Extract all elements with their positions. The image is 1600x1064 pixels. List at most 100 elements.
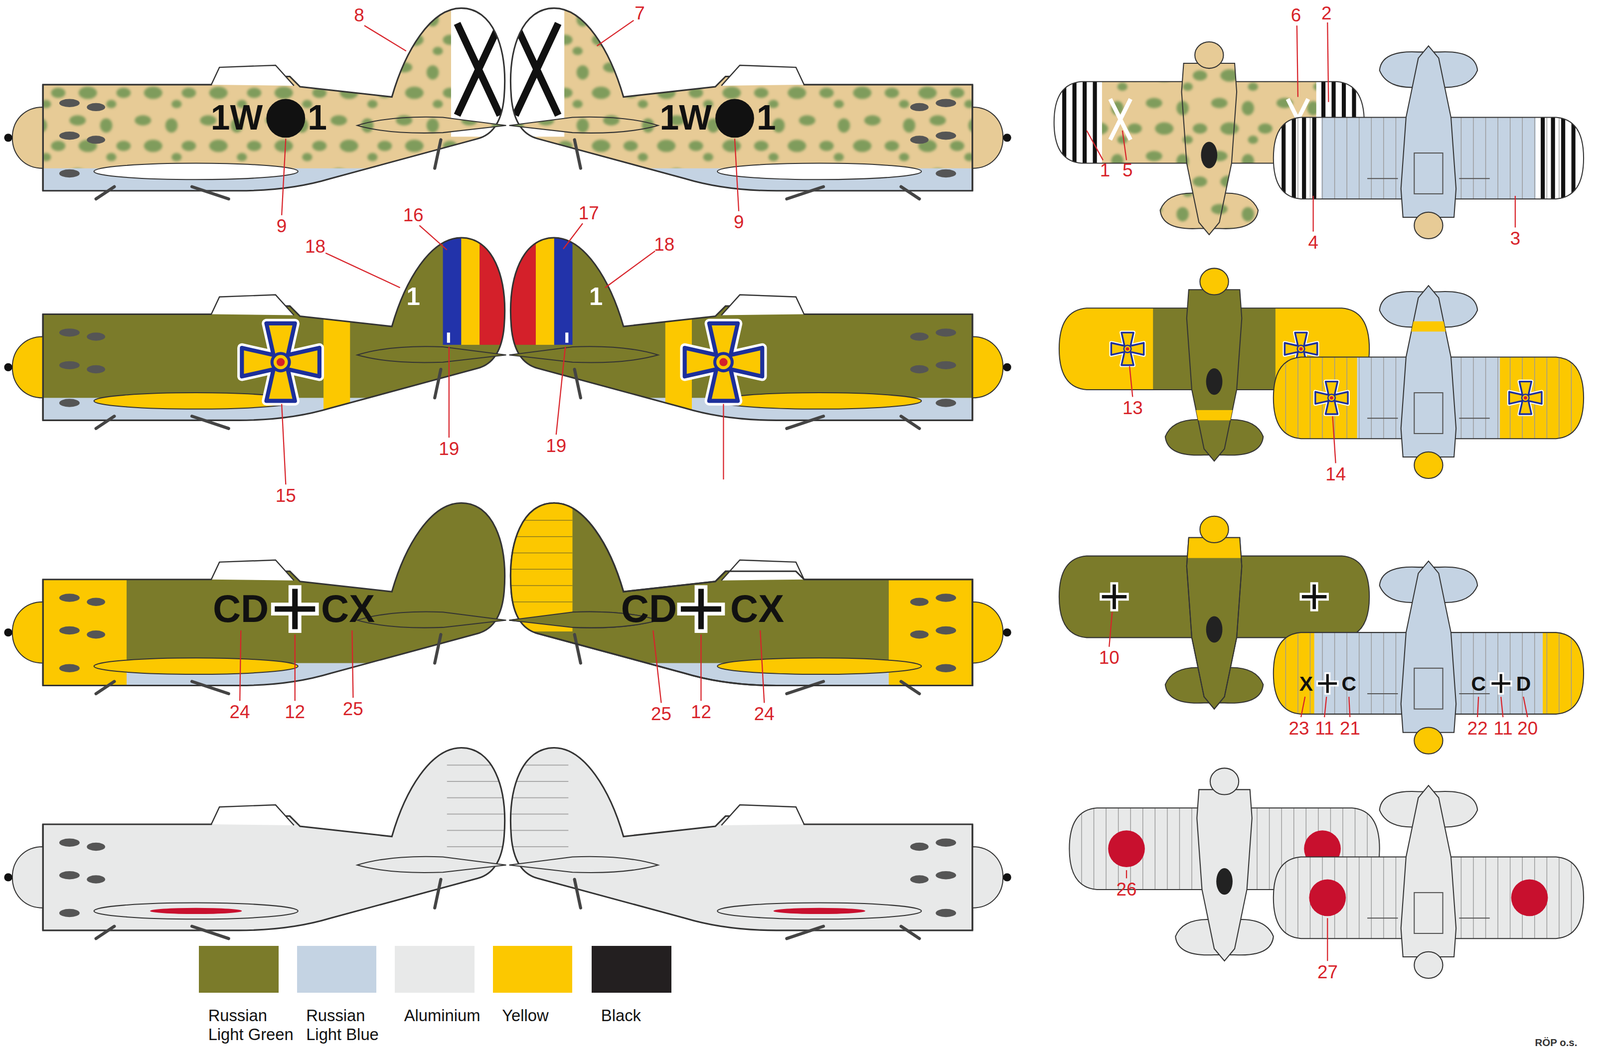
- plan-views: [1414, 952, 1443, 979]
- leader-lines: [364, 25, 407, 51]
- plan-views: [1206, 616, 1223, 643]
- plan-views: [1401, 285, 1457, 458]
- aircraft-code: CX: [730, 589, 785, 629]
- leader-lines: [351, 630, 353, 698]
- plan-views: [1181, 63, 1238, 235]
- leader-lines: [1477, 696, 1479, 718]
- callout-number: 4: [1307, 233, 1318, 253]
- side-profiles: [3, 747, 512, 939]
- plan-views: [1194, 41, 1224, 69]
- plan-views: [1199, 516, 1229, 543]
- plan-views: [1401, 785, 1457, 958]
- legend-swatch: [198, 946, 279, 993]
- leader-lines: [1312, 195, 1314, 232]
- callout-number: 9: [733, 213, 744, 232]
- plan-views: [1414, 452, 1443, 479]
- national-markings: [241, 323, 320, 402]
- legend-text: Black: [601, 1006, 687, 1026]
- leader-lines: [1296, 25, 1298, 97]
- plan-views: [1186, 537, 1243, 710]
- plan-views: [1045, 40, 1592, 979]
- callout-number: 11: [1493, 719, 1513, 738]
- plan-views: [1414, 727, 1443, 754]
- callout-number: 17: [578, 203, 600, 223]
- leader-lines: [281, 404, 286, 485]
- side-profiles: [502, 4, 1013, 199]
- callout-number: 23: [1288, 719, 1310, 738]
- plan-views: [1206, 368, 1223, 395]
- plan-views: [1183, 515, 1246, 559]
- plan-views: [1317, 673, 1338, 694]
- aircraft-code: CD: [212, 589, 269, 629]
- callout-number: 13: [1122, 398, 1143, 418]
- callout-number: 2: [1321, 3, 1332, 23]
- side-profiles: [500, 499, 1014, 704]
- leader-lines: [760, 630, 765, 703]
- side-profiles: [1, 234, 512, 439]
- side-profiles: [1, 4, 512, 199]
- leader-lines: [700, 634, 702, 701]
- callout-number: 22: [1467, 719, 1488, 738]
- aircraft-code: CX: [320, 589, 375, 629]
- legend-swatch: [591, 946, 672, 993]
- leader-lines: [419, 225, 447, 250]
- callout-number: 25: [650, 705, 672, 724]
- leader-lines: [1332, 416, 1336, 464]
- leader-lines: [239, 630, 241, 701]
- side-profiles: [502, 747, 1011, 939]
- side-profiles: [3, 747, 512, 939]
- leader-lines: [1125, 870, 1127, 879]
- leader-lines: [734, 138, 739, 211]
- side-profiles: [1, 499, 512, 704]
- aircraft-code: 1: [756, 101, 777, 137]
- plan-views: [1367, 153, 1490, 194]
- leader-lines: [1300, 696, 1305, 718]
- plan-views: [1499, 346, 1592, 480]
- callout-number: 19: [545, 436, 567, 456]
- legend-swatch: [492, 946, 573, 993]
- national-markings: [273, 587, 318, 632]
- underwing-code: X: [1299, 673, 1313, 694]
- callout-number: 12: [284, 703, 306, 722]
- callout-number: 10: [1099, 648, 1120, 668]
- plan-views: [1183, 515, 1246, 559]
- leader-lines: [325, 253, 400, 289]
- leader-lines: [1122, 130, 1127, 160]
- plan-views: [1183, 410, 1246, 421]
- plan-views: [1300, 583, 1328, 611]
- leader-lines: [1348, 696, 1350, 718]
- callout-number: 27: [1317, 963, 1338, 982]
- leader-lines: [597, 20, 635, 46]
- side-profiles: [502, 234, 1013, 439]
- callout-number: 18: [653, 235, 675, 255]
- leader-lines: [1327, 22, 1329, 103]
- plan-views: [1308, 879, 1346, 917]
- leader-lines: [605, 251, 655, 289]
- plan-views: [1051, 267, 1154, 400]
- plan-views: [1108, 830, 1145, 868]
- plan-views: [1273, 785, 1584, 979]
- plan-views: [1367, 892, 1490, 934]
- callout-number: 14: [1325, 465, 1346, 484]
- callout-number: 15: [275, 486, 297, 506]
- plan-views: [1401, 561, 1457, 733]
- side-profiles: [500, 499, 573, 632]
- plan-views: [1542, 622, 1592, 756]
- leader-lines: [281, 138, 286, 216]
- aircraft-code: CD: [621, 589, 677, 629]
- leader-lines: [722, 404, 724, 480]
- plan-views: [1509, 381, 1542, 415]
- tail-number: 1: [589, 284, 603, 310]
- plan-views: [1315, 381, 1348, 415]
- plan-views: [1401, 45, 1457, 218]
- callout-number: 6: [1290, 5, 1301, 25]
- plan-views: [1265, 561, 1592, 756]
- legend-swatch: [297, 946, 377, 993]
- underwing-code: C: [1471, 673, 1487, 694]
- plan-views: [1199, 268, 1229, 295]
- leader-lines: [652, 630, 661, 703]
- legend-text: Russian Light Blue: [306, 1006, 392, 1045]
- legend-swatch: [394, 946, 475, 993]
